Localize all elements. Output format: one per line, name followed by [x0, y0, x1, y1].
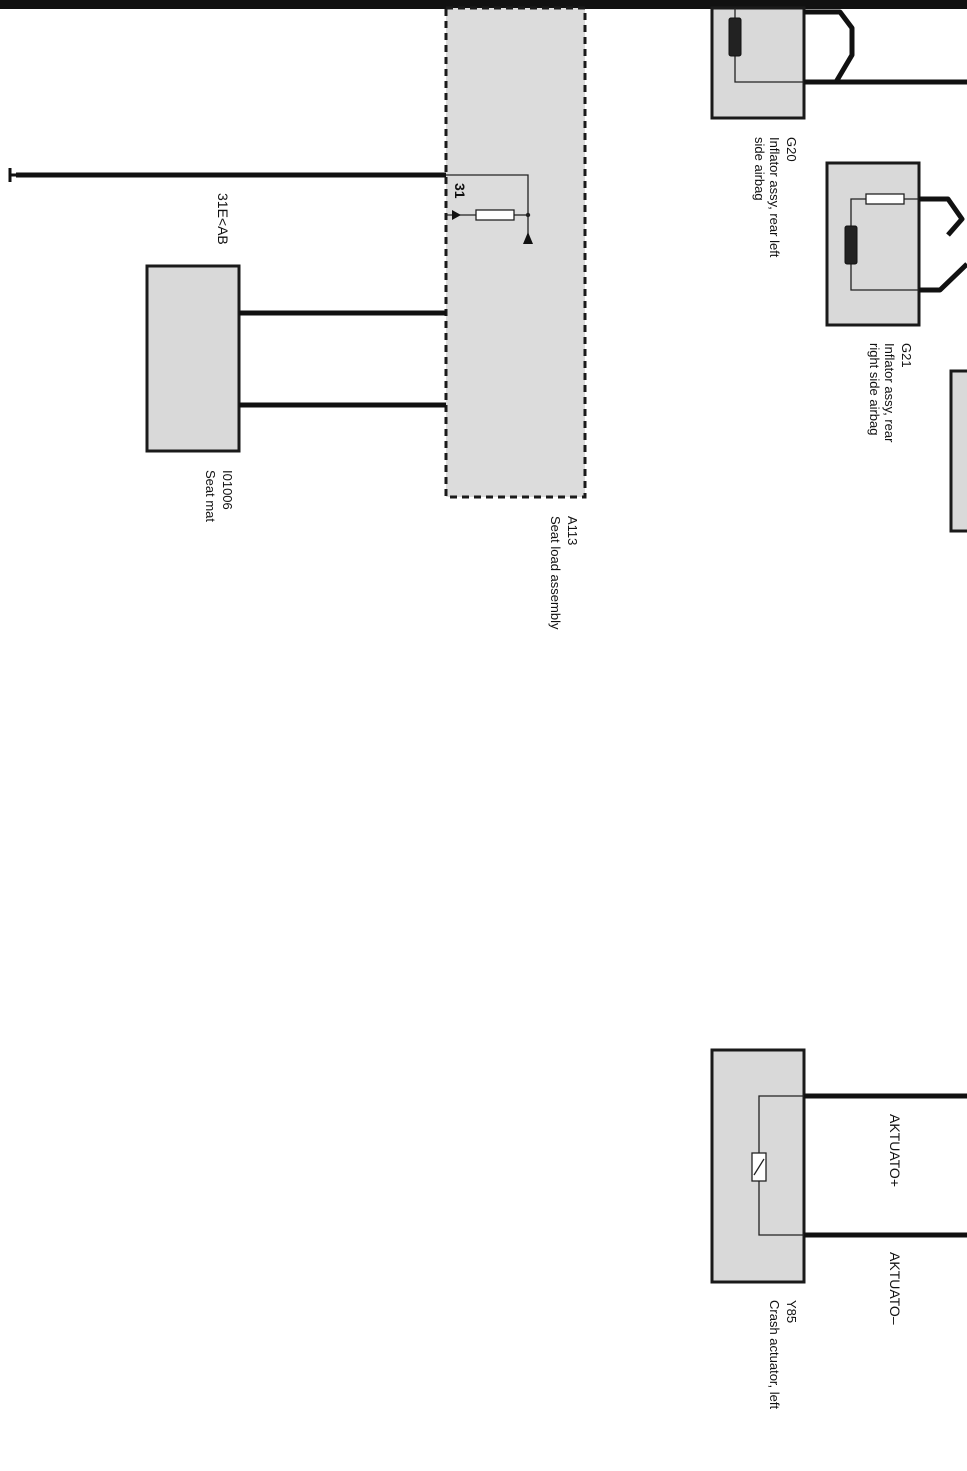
seat-load-pin-arrow: [452, 210, 461, 220]
seat-load-internal-circuit: [446, 174, 533, 244]
inflator-right-wire-2: [919, 262, 967, 293]
seat-mat-box: [145, 264, 241, 453]
partial-component-box: [949, 369, 967, 533]
crash-actuator-code: Y85: [784, 1300, 799, 1323]
crash-actuator-description: Crash actuator, left: [767, 1300, 782, 1409]
seat-load-code: A113: [565, 516, 580, 545]
inflator-right-internal: [844, 193, 919, 291]
inflator-right-code: G21: [899, 343, 914, 368]
inflator-left-internal: [728, 8, 804, 83]
actuator-minus-label: AKTUATO–: [887, 1252, 903, 1325]
inflator-left-box: [710, 6, 806, 120]
crash-actuator-internal: [751, 1095, 804, 1236]
pin-label-31: 31: [452, 183, 468, 199]
inflator-left-description-line1: Inflator assy, rear left: [767, 137, 782, 258]
inflator-left-description-line2: side airbag: [752, 137, 767, 201]
seat-load-ground-symbol: [523, 232, 533, 244]
seat-mat-description: Seat mat: [203, 470, 218, 522]
inflator-left-code: G20: [784, 137, 799, 162]
inflator-right-box: [825, 161, 921, 327]
actuator-plus-label: AKTUATO+: [887, 1114, 903, 1187]
inflator-right-wire-1: [919, 196, 965, 237]
inflator-right-description-line1: Inflator assy, rear: [882, 343, 897, 443]
top-bus-bar: [0, 0, 967, 9]
seat-mat-code: I01006: [220, 470, 235, 510]
inflator-left-wire-1: [804, 9, 855, 84]
seat-load-description: Seat load assembly: [548, 516, 563, 630]
seat-load-assembly-box: [444, 6, 587, 499]
inflator-right-description-line2: right side airbag: [867, 343, 882, 436]
ground-wire-label: 31E<AB: [215, 193, 231, 245]
